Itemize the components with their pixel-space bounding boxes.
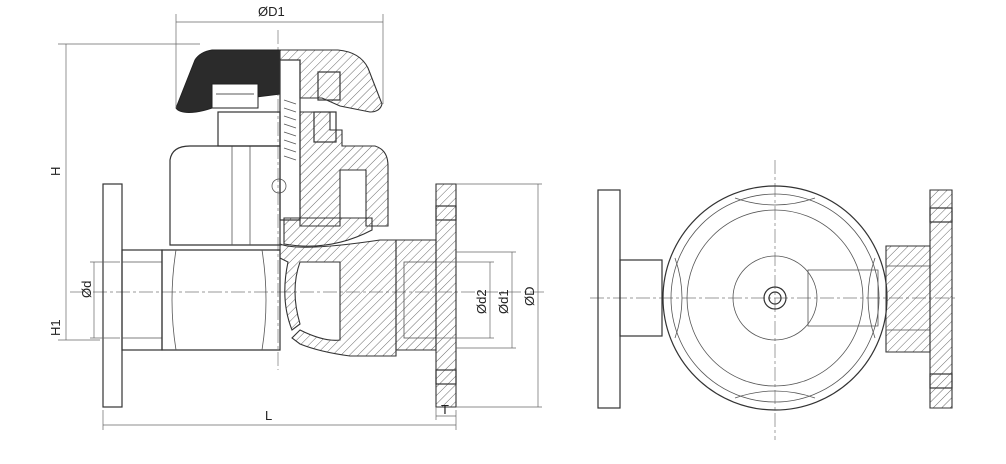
label-T: T: [441, 402, 449, 417]
label-d: Ød: [79, 281, 94, 298]
label-D: ØD: [522, 287, 537, 307]
body-section: [279, 239, 397, 357]
indicator-window: [271, 178, 287, 194]
top-view: [590, 160, 955, 440]
top-right-hub: [885, 245, 931, 353]
right-flange-hub: [395, 239, 437, 351]
top-right-flange: [929, 189, 953, 409]
spindle-thread: [283, 99, 297, 161]
diaphragm: [283, 217, 373, 247]
left-body: [161, 249, 281, 351]
handwheel-section: [279, 49, 383, 113]
top-handwheel-outer: [662, 185, 888, 411]
left-flange: [102, 183, 123, 408]
bonnet-section: [299, 111, 389, 227]
handwheel-grips: [674, 197, 876, 399]
bonnet: [169, 145, 281, 246]
label-H: H: [48, 167, 63, 176]
label-L: L: [265, 408, 272, 423]
label-d1: Ød1: [496, 289, 511, 314]
stem-sleeve: [217, 111, 281, 147]
left-flange-hub: [121, 249, 163, 351]
top-left-flange: [597, 189, 621, 409]
right-flange: [435, 183, 457, 408]
label-d2: Ød2: [474, 289, 489, 314]
spindle: [279, 59, 301, 221]
label-H1: H1: [48, 319, 63, 336]
top-spindle-circle: [763, 286, 787, 310]
label-D1: ØD1: [258, 4, 285, 19]
side-section-view: [58, 14, 545, 430]
